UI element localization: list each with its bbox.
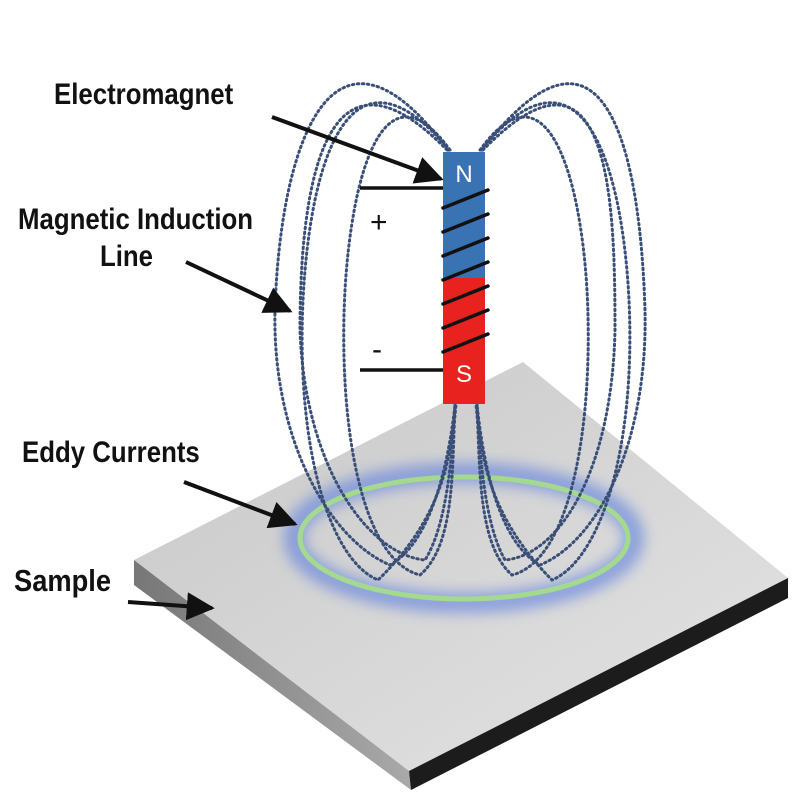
sample-arrow <box>127 592 215 621</box>
positive-terminal-sign: + <box>370 206 388 239</box>
eddy-currents-arrow <box>183 480 298 529</box>
induction-line-arrow <box>185 260 293 313</box>
label-arrows <box>127 115 444 621</box>
negative-terminal-sign: - <box>372 333 382 366</box>
label-eddy-currents: Eddy Currents <box>22 436 200 469</box>
field-line-left-3 <box>273 82 457 567</box>
label-magnetic-induction-line-2: Line <box>100 240 154 273</box>
south-pole-label: S <box>455 361 472 388</box>
label-electromagnet: Electromagnet <box>54 78 234 111</box>
field-line-right-2 <box>475 101 632 582</box>
coil-windings <box>441 188 490 354</box>
eddy-current-ring <box>284 463 644 613</box>
field-line-left-2 <box>300 101 457 582</box>
sample-front-face <box>409 578 788 790</box>
eddy-ring-line <box>297 474 631 602</box>
label-sample: Sample <box>14 563 112 598</box>
electromagnet-arrow <box>271 115 444 184</box>
sample-block <box>134 362 788 790</box>
field-line-left-1 <box>342 115 457 577</box>
magnetic-field-lines <box>273 82 647 582</box>
south-pole-body <box>443 278 485 404</box>
label-magnetic-induction-line-1: Magnetic Induction <box>18 203 254 236</box>
electromagnet <box>360 152 490 404</box>
field-line-right-3 <box>475 82 647 567</box>
field-line-right-1 <box>475 115 590 577</box>
sample-top-face <box>134 362 788 771</box>
north-pole-label: N <box>455 161 473 188</box>
eddy-glow <box>284 463 644 613</box>
field-line-left-4 <box>298 103 458 562</box>
north-pole-body <box>443 152 485 278</box>
field-line-right-4 <box>474 103 617 562</box>
